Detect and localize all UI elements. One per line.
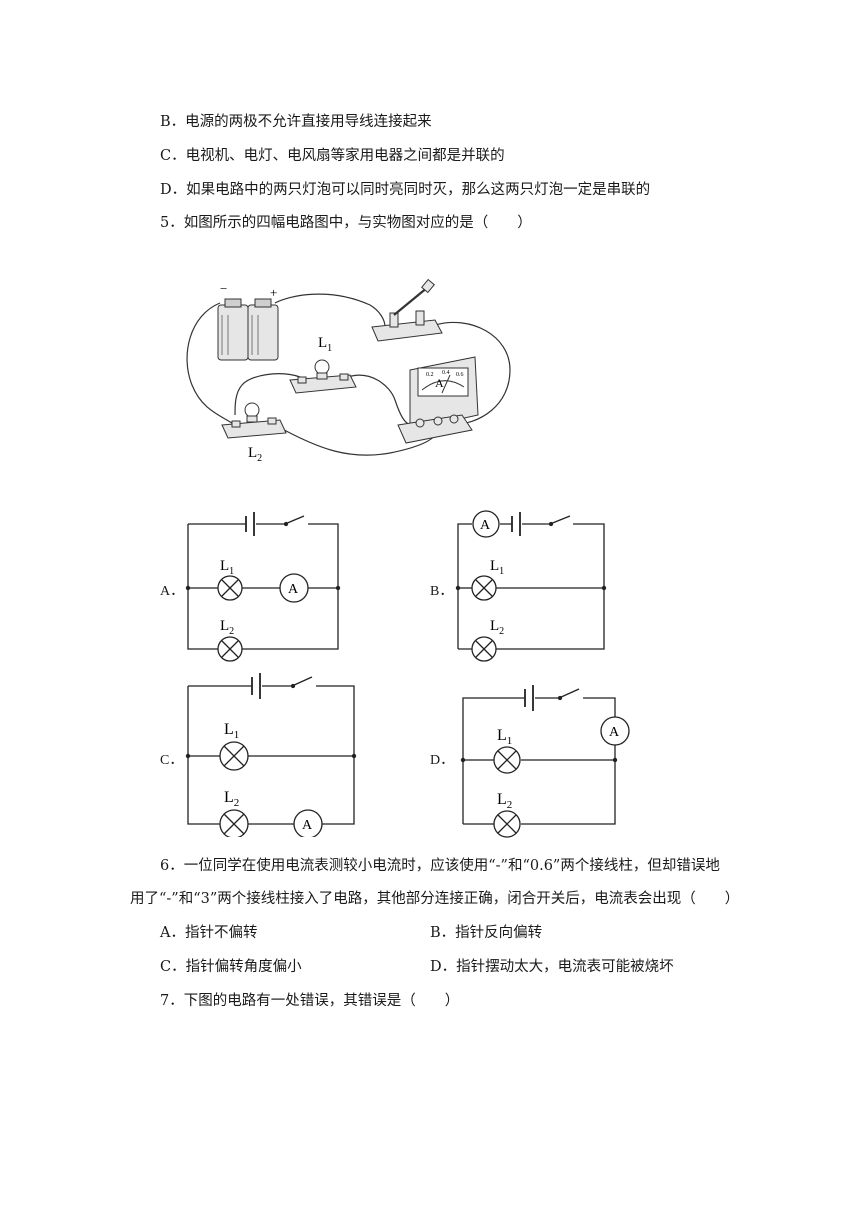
battery-plus-label: + xyxy=(270,285,277,300)
lamp-l2 xyxy=(221,402,287,439)
lamp-l1-symbol xyxy=(219,741,249,771)
ammeter-symbol xyxy=(279,573,309,603)
ammeter-symbol xyxy=(293,809,323,837)
wire xyxy=(274,424,436,456)
q6-stem-line-2: 用了“-”和“3”两个接线柱接入了电路，其他部分连接正确，闭合开关后，电流表会出… xyxy=(130,891,740,907)
wire xyxy=(347,374,413,426)
option-c-label: C． xyxy=(160,753,184,768)
q5-stem: 5．如图所示的四幅电路图中，与实物图对应的是（ ） xyxy=(160,215,532,231)
switch-blade xyxy=(558,688,580,699)
option-d-label: D． xyxy=(430,753,455,768)
lamp-l2-symbol xyxy=(217,636,243,662)
ammeter-scale-3: 0.6 xyxy=(456,372,464,378)
q7-stem: 7．下图的电路有一处错误，其错误是（ ） xyxy=(160,993,460,1009)
ammeter-label: A xyxy=(435,376,444,390)
wire xyxy=(434,321,511,426)
lamp-l1-symbol xyxy=(217,575,243,601)
ammeter-symbol-label: A xyxy=(609,725,620,740)
wire xyxy=(234,373,301,416)
circuit-b: A L1 L2 xyxy=(455,510,607,662)
ammeter-scale-1: 0.2 xyxy=(426,372,434,378)
lamp-l2-symbol-label: L2 xyxy=(224,789,239,809)
knife-switch xyxy=(371,278,443,342)
ammeter-symbol-label: A xyxy=(302,818,313,833)
lamp-l1-symbol-label: L1 xyxy=(224,721,239,741)
ammeter-symbol-label: A xyxy=(480,518,491,533)
q6-option-d: D．指针摆动太大，电流表可能被烧坏 xyxy=(430,959,674,975)
ammeter-scale-2: 0.4 xyxy=(442,370,450,376)
circuit-c: A L1 L2 xyxy=(185,673,357,837)
q6-option-a: A．指针不偏转 xyxy=(160,925,258,941)
q6-option-c: C．指针偏转角度偏小 xyxy=(160,959,302,975)
switch-blade xyxy=(291,676,313,687)
switch-blade xyxy=(549,515,571,525)
ammeter-symbol xyxy=(472,510,500,538)
physical-circuit-figure: − + L1 L2 A 0.2 0.4 0.6 xyxy=(186,278,511,464)
circuit-d: A L1 L2 xyxy=(460,685,630,838)
circuit-a: A L1 L2 xyxy=(185,512,341,662)
lamp-l2-symbol xyxy=(471,636,497,662)
battery-minus-label: − xyxy=(220,281,227,296)
lamp-l2-symbol-label: L2 xyxy=(497,791,512,811)
option-a-label: A． xyxy=(160,584,185,599)
lamp-l1-symbol xyxy=(493,746,521,774)
lamp-l2-symbol xyxy=(219,809,249,837)
q4-option-b: B．电源的两极不允许直接用导线连接起来 xyxy=(160,114,432,130)
q6-option-b: B．指针反向偏转 xyxy=(430,925,543,941)
ammeter xyxy=(397,356,479,444)
q4-option-d: D．如果电路中的两只灯泡可以同时亮同时灭，那么这两只灯泡一定是串联的 xyxy=(160,182,651,198)
q6-stem-line-1: 6．一位同学在使用电流表测较小电流时，应该使用“-”和“0.6”两个接线柱，但却… xyxy=(160,858,720,874)
lamp-l2-symbol-label: L2 xyxy=(490,618,504,637)
battery xyxy=(217,298,279,361)
lamp-l2-symbol xyxy=(493,810,521,838)
lamp-l1 xyxy=(289,359,357,394)
ammeter-symbol-label: A xyxy=(288,582,299,597)
lamp-l1-symbol-label: L1 xyxy=(490,558,504,577)
wire xyxy=(186,302,236,426)
q4-option-c: C．电视机、电灯、电风扇等家用电器之间都是并联的 xyxy=(160,148,505,164)
lamp-l1-symbol xyxy=(471,575,497,601)
option-b-label: B． xyxy=(430,584,454,599)
switch-blade xyxy=(284,515,305,525)
ammeter-symbol xyxy=(600,716,630,746)
lamp-l1-symbol-label: L1 xyxy=(220,558,234,577)
lamp-l2-label: L2 xyxy=(248,445,262,464)
lamp-l1-label: L1 xyxy=(318,335,332,354)
lamp-l2-symbol-label: L2 xyxy=(220,618,234,637)
wire xyxy=(274,293,386,328)
lamp-l1-symbol-label: L1 xyxy=(497,727,512,747)
